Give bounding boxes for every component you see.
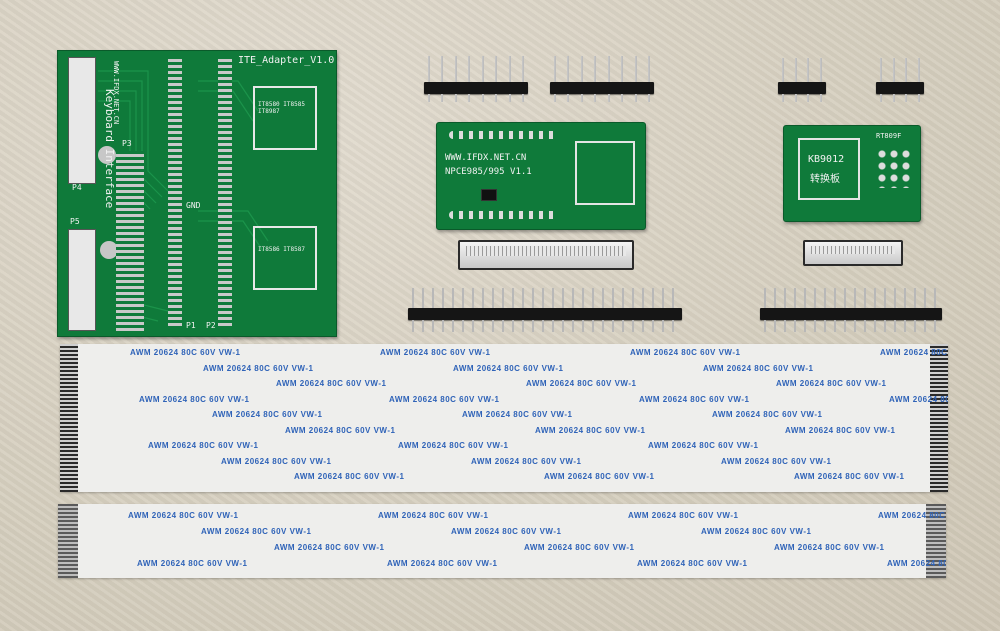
chip-label-1: IT8580 IT8585 IT8987 [258,101,305,115]
cable-marking: AWM 20624 80C 60V VW-1 [637,559,748,568]
ffc-connector-wide [458,240,634,270]
pin-header-8-b [550,56,654,102]
cable-marking: AWM 20624 80C 60V VW-1 [630,348,741,357]
pcb-traces [98,70,269,322]
chip-footprint-bottom [253,226,317,290]
cable-marking: AWM 20624 80C 60V VW-1 [535,425,646,435]
cable-marking: AWM 20624 80C 60V VW-1 [774,543,885,552]
pad-row-top [449,131,559,139]
cable-contacts-right [930,344,948,492]
cable-marking: AWM 20624 80C 60V VW-1 [526,379,637,388]
pad-row-bottom [449,211,559,219]
cable-marking: AWM 20624 80C 60V VW-1 [453,363,564,373]
ite-subtitle: Keyboard Interface [103,89,116,209]
cable-marking: AWM 20624 80C 60V VW-1 [274,543,385,552]
cable-marking: AWM 20624 80C 60V VW-1 [648,441,759,450]
cable-marking: AWM 20624 80C 60V VW-1 [380,348,491,357]
cable-marking: AWM 20624 80C 60V VW-1 [387,559,498,568]
kb-part-label: RT809F [876,132,902,140]
kb-pads [876,148,912,188]
chip-footprint-top [253,86,317,150]
cable-marking: AWM 20624 80C 60V VW-1 [712,410,823,419]
kb-sub-label: 转换板 [810,174,840,185]
cable-marking: AWM 20624 80C 60V VW-1 [128,511,239,520]
pin-header-4-b [876,58,924,102]
chip-label-2: IT8586 IT8587 [258,246,305,253]
cable-marking: AWM 20624 80C 60V VW-1 [703,363,814,373]
cable-marking: AWM 20624 80C 60V VW-1 [378,511,489,520]
cable-marking: AWM 20624 80C 60V VW-1 [285,425,396,435]
npce-url: WWW.IFDX.NET.CN [445,153,527,163]
cable-marking: AWM 20624 80C 60V VW-1 [471,456,582,466]
pin-header-long-a [408,288,682,334]
ffc-connector-narrow [803,240,903,266]
pin-header-long-b [760,288,942,334]
cable-marking: AWM 20624 80C 60V VW-1 [130,348,241,357]
cable-marking: AWM 20624 80C 60V VW-1 [148,441,259,450]
p4-connector [68,57,96,184]
cable-marking: AWM 20624 80C 60V VW-1 [880,348,948,357]
cable-marking: AWM 20624 80C 60V VW-1 [139,394,250,404]
npce-chip-footprint [575,141,635,205]
npce-model: NPCE985/995 V1.1 [445,167,532,177]
p5-connector [68,229,96,331]
cable-marking: AWM 20624 80C 60V VW-1 [776,379,887,388]
cable-marking: AWM 20624 80C 60V VW-1 [628,511,739,520]
cable-marking: AWM 20624 80C 60V VW-1 [721,456,832,466]
cable-marking: AWM 20624 80C 60V VW-1 [294,472,405,481]
cable-marking: AWM 20624 80C 60V VW-1 [398,441,509,450]
cable-marking: AWM 20624 80C 60V VW-1 [389,394,500,404]
npce-adapter-board: WWW.IFDX.NET.CN NPCE985/995 V1.1 [436,122,646,230]
pin-header-8-a [424,56,528,102]
cable-marking: AWM 20624 80C 60V VW-1 [201,527,312,536]
cable-marking: AWM 20624 80C 60V VW-1 [137,559,248,568]
ite-adapter-board: ITE_Adapter_V1.0 WWW.IFDX.NET.CN Keyboar… [57,50,337,337]
kb-chip-label: KB9012 [808,154,845,165]
cable-marking: AWM 20624 80C 60V VW-1 [544,472,655,481]
header-pins [428,56,524,82]
cable-marking: AWM 20624 80C 60V VW-1 [889,394,948,404]
gnd-label: GND [186,201,201,210]
cable-marking: AWM 20624 80C 60V VW-1 [524,543,635,552]
cable-marking: AWM 20624 80C 60V VW-1 [701,527,812,536]
p3-label: P3 [122,139,132,148]
kb-chip-footprint [798,138,860,200]
cable-marking: AWM 20624 80C 60V VW-1 [878,511,946,520]
p5-label: P5 [70,217,80,226]
p1-label: P1 [186,321,196,330]
p2-label: P2 [206,321,216,330]
cable-marking: AWM 20624 80C 60V VW-1 [203,363,314,373]
p1-header-footprint [168,56,182,326]
p3-header-footprint [116,151,144,331]
pin-header-4-a [778,58,826,102]
cable-marking: AWM 20624 80C 60V VW-1 [887,559,946,568]
cable-marking: AWM 20624 80C 60V VW-1 [451,527,562,536]
cable-contacts-right [926,504,946,578]
small-ic [481,189,497,201]
cable-marking: AWM 20624 80C 60V VW-1 [212,410,323,419]
cable-marking: AWM 20624 80C 60V VW-1 [221,456,332,466]
p2-header-footprint [218,56,232,326]
cable-marking: AWM 20624 80C 60V VW-1 [639,394,750,404]
cable-marking: AWM 20624 80C 60V VW-1 [785,425,896,435]
p4-label: P4 [72,183,82,192]
cable-marking: AWM 20624 80C 60V VW-1 [462,410,573,419]
cable-contacts-left [60,344,78,492]
cable-contacts-left [58,504,78,578]
ite-title: ITE_Adapter_V1.0 [238,55,335,66]
kb9012-adapter-board: KB9012 转换板 RT809F [783,125,921,222]
cable-marking: AWM 20624 80C 60V VW-1 [794,472,905,481]
cable-marking: AWM 20624 80C 60V VW-1 [276,379,387,388]
